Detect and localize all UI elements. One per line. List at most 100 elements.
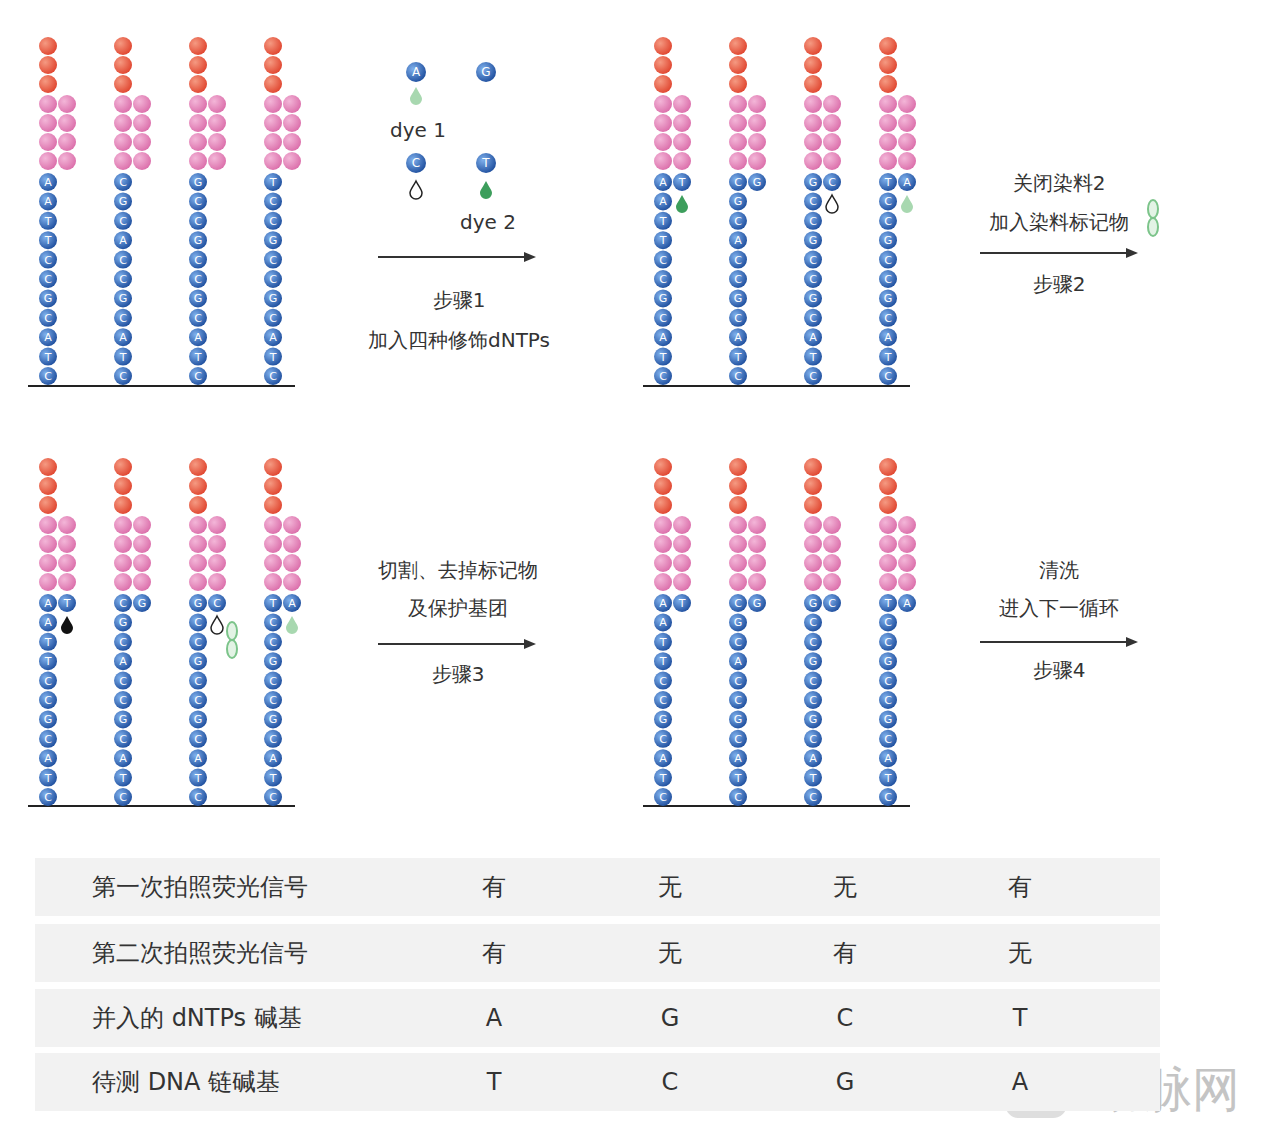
base-letter: T xyxy=(735,772,742,783)
base-letter: A xyxy=(734,332,742,343)
template-base xyxy=(189,231,207,249)
template-base xyxy=(879,633,897,651)
base-letter: C xyxy=(269,675,277,686)
protein-bead xyxy=(729,56,747,74)
base-letter: C xyxy=(213,598,221,609)
template-base xyxy=(264,730,282,748)
template-base xyxy=(264,769,282,787)
base-letter: C xyxy=(119,177,127,188)
template-base xyxy=(729,328,747,346)
primer-bead xyxy=(264,152,282,170)
template-base xyxy=(189,788,207,806)
base-letter: G xyxy=(734,714,743,725)
base-letter: G xyxy=(119,714,128,725)
base-letter: C xyxy=(194,254,202,265)
primer-bead xyxy=(879,114,897,132)
template-base xyxy=(729,633,747,651)
template-base xyxy=(39,594,57,612)
base-letter: C xyxy=(884,312,892,323)
base-letter: C xyxy=(269,617,277,628)
table-cell: 有 xyxy=(482,941,506,965)
primer-bead xyxy=(898,95,916,113)
template-base xyxy=(804,769,822,787)
template-base xyxy=(189,730,207,748)
template-base xyxy=(879,672,897,690)
primer-bead xyxy=(879,554,897,572)
table-cell: 有 xyxy=(482,875,506,899)
template-base xyxy=(729,730,747,748)
primer-bead xyxy=(114,114,132,132)
primer-bead xyxy=(114,152,132,170)
protein-bead xyxy=(264,458,282,476)
primer-bead xyxy=(58,573,76,591)
base-letter: C xyxy=(119,371,127,382)
template-base xyxy=(189,652,207,670)
primer-bead xyxy=(39,573,57,591)
template-base xyxy=(729,749,747,767)
template-base xyxy=(729,309,747,327)
template-base xyxy=(189,192,207,210)
protein-bead xyxy=(654,37,672,55)
primer-bead xyxy=(804,152,822,170)
base-letter: G xyxy=(138,598,147,609)
primer-bead xyxy=(729,535,747,553)
template-base xyxy=(39,212,57,230)
base-letter: A xyxy=(734,753,742,764)
table-cell: 无 xyxy=(833,875,857,899)
template-base xyxy=(804,633,822,651)
template-base xyxy=(39,348,57,366)
base-letter: C xyxy=(44,695,52,706)
template-base xyxy=(189,173,207,191)
base-letter: A xyxy=(119,656,127,667)
incorporated-base xyxy=(823,594,841,612)
base-letter: C xyxy=(734,733,742,744)
base-letter: A xyxy=(659,617,667,628)
base-letter: C xyxy=(884,792,892,803)
step-text: 关闭染料2 xyxy=(1013,173,1106,193)
base-letter: G xyxy=(194,656,203,667)
protein-bead xyxy=(804,496,822,514)
dye-drop xyxy=(480,181,492,199)
primer-bead xyxy=(264,573,282,591)
primer-bead xyxy=(189,114,207,132)
base-letter: T xyxy=(195,772,202,783)
step-label: 步骤2 xyxy=(1033,274,1086,294)
primer-bead xyxy=(283,95,301,113)
base-letter: A xyxy=(412,66,420,78)
template-base xyxy=(804,594,822,612)
base-letter: C xyxy=(44,733,52,744)
template-base xyxy=(264,192,282,210)
protein-bead xyxy=(879,458,897,476)
step-text: 及保护基团 xyxy=(408,598,508,618)
template-base xyxy=(114,749,132,767)
template-base xyxy=(114,730,132,748)
template-base xyxy=(264,594,282,612)
base-letter: C xyxy=(659,675,667,686)
primer-bead xyxy=(898,535,916,553)
base-letter: C xyxy=(809,695,817,706)
base-letter: T xyxy=(270,177,277,188)
primer-bead xyxy=(189,535,207,553)
base-letter: G xyxy=(884,235,893,246)
template-base xyxy=(804,173,822,191)
template-base xyxy=(804,710,822,728)
protein-bead xyxy=(804,75,822,93)
base-letter: T xyxy=(885,177,892,188)
template-base xyxy=(804,348,822,366)
base-letter: C xyxy=(119,312,127,323)
primer-bead xyxy=(823,516,841,534)
primer-bead xyxy=(804,133,822,151)
primer-bead xyxy=(264,535,282,553)
step-text: 加入四种修饰dNTPs xyxy=(368,330,550,350)
base-letter: A xyxy=(269,753,277,764)
base-letter: C xyxy=(809,196,817,207)
primer-bead xyxy=(133,554,151,572)
template-base xyxy=(39,710,57,728)
primer-bead xyxy=(208,152,226,170)
base-letter: C xyxy=(884,675,892,686)
base-letter: C xyxy=(809,636,817,647)
template-base xyxy=(729,691,747,709)
template-base xyxy=(654,672,672,690)
template-base xyxy=(879,328,897,346)
base-letter: G xyxy=(119,196,128,207)
